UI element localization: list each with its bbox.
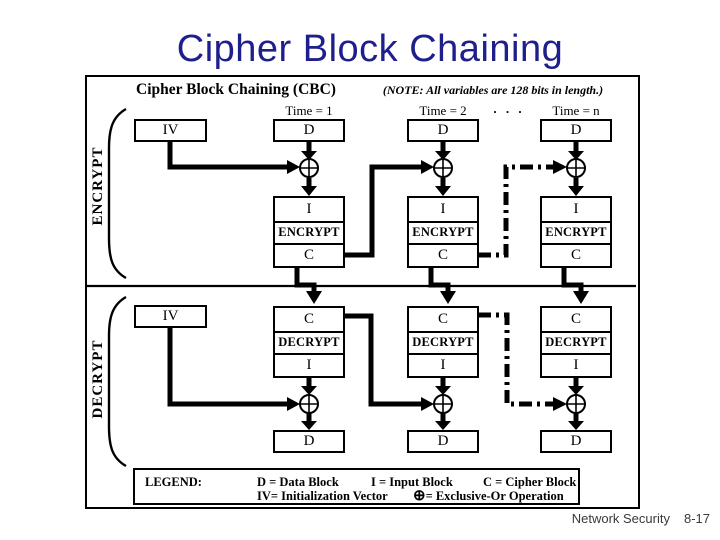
- legend-entry-data-block: D = Data Block: [257, 475, 339, 489]
- legend-box: LEGEND: D = Data Block I = Input Block C…: [133, 468, 580, 505]
- input-cell: I: [542, 353, 610, 376]
- decrypt-section-label: DECRYPT: [90, 339, 106, 419]
- input-cell: I: [440, 200, 446, 217]
- xor-icon: [299, 158, 319, 178]
- legend-entry-cipher-block: C = Cipher Block: [483, 475, 577, 489]
- time-label-2: Time = 2: [419, 103, 467, 118]
- decrypt-block-1: C DECRYPT I: [273, 306, 345, 378]
- iv-encrypt-line: [167, 142, 287, 170]
- decrypt-brace: [107, 295, 127, 468]
- flow-lines: [167, 142, 584, 422]
- arrowheads: [287, 151, 589, 430]
- decrypt-block-n: C DECRYPT I: [540, 306, 612, 378]
- xor-icon: [433, 158, 453, 178]
- input-cell: I: [573, 200, 579, 217]
- xor-icon: [299, 394, 319, 414]
- decrypt-op-cell: DECRYPT: [542, 330, 610, 354]
- cipher-cell: C: [275, 243, 343, 266]
- encrypt-iv-box: IV: [134, 119, 207, 142]
- time-ellipsis: . . .: [493, 101, 525, 116]
- input-cell: I: [306, 200, 312, 217]
- xor-icon: [433, 394, 453, 414]
- encrypt-block-2: I ENCRYPT C: [407, 196, 479, 268]
- encrypt-block-1: I ENCRYPT C: [273, 196, 345, 268]
- cipher-cell: C: [437, 310, 448, 327]
- slide-footer: Network Security 8-17: [560, 511, 710, 526]
- chain-decrypt-1-2: [345, 313, 421, 407]
- cipher-cell: C: [542, 243, 610, 266]
- diagram-heading: Cipher Block Chaining (CBC): [136, 81, 336, 98]
- decrypt-data-box-2: D: [407, 430, 479, 453]
- encrypt-data-box-2: D: [407, 119, 479, 142]
- xor-icons: [299, 158, 586, 414]
- footer-course-name: Network Security: [571, 511, 670, 526]
- decrypt-data-box-n: D: [540, 430, 612, 453]
- chain-encrypt-1-2: [345, 164, 421, 258]
- encrypt-op-cell: ENCRYPT: [542, 220, 610, 244]
- decrypt-op-cell: DECRYPT: [409, 330, 477, 354]
- cipher-cell: C: [570, 310, 581, 327]
- legend-xor-text: = Exclusive-Or Operation: [425, 489, 564, 503]
- legend-entry-input-block: I = Input Block: [371, 475, 453, 489]
- cipher-cell: C: [303, 310, 314, 327]
- iv-decrypt-line: [167, 328, 287, 407]
- decrypt-data-box-1: D: [273, 430, 345, 453]
- chain-encrypt-2-n: [478, 164, 553, 258]
- time-label-1: Time = 1: [285, 103, 333, 118]
- diagram-note: (NOTE: All variables are 128 bits in len…: [382, 83, 604, 97]
- decrypt-op-cell: DECRYPT: [275, 330, 343, 354]
- time-label-n: Time = n: [552, 103, 600, 118]
- encrypt-data-box-1: D: [273, 119, 345, 142]
- legend-title: LEGEND:: [145, 475, 202, 489]
- chain-decrypt-2-n: [478, 312, 553, 407]
- encrypt-block-n: I ENCRYPT C: [540, 196, 612, 268]
- decrypt-iv-box: IV: [134, 305, 207, 328]
- legend-entry-xor: ⊕= Exclusive-Or Operation: [413, 489, 564, 504]
- encrypt-data-box-n: D: [540, 119, 612, 142]
- xor-icon: [566, 158, 586, 178]
- decrypt-block-2: C DECRYPT I: [407, 306, 479, 378]
- xor-icon: ⊕: [413, 488, 426, 504]
- cipher-cell: C: [409, 243, 477, 266]
- input-cell: I: [409, 353, 477, 376]
- legend-entry-iv: IV= Initialization Vector: [257, 489, 388, 503]
- encrypt-op-cell: ENCRYPT: [275, 220, 343, 244]
- encrypt-op-cell: ENCRYPT: [409, 220, 477, 244]
- xor-icon: [566, 394, 586, 414]
- footer-page-number: 8-17: [683, 511, 710, 526]
- encrypt-brace: [107, 107, 127, 280]
- slide-title: Cipher Block Chaining: [176, 28, 564, 70]
- encrypt-section-label: ENCRYPT: [90, 146, 106, 226]
- input-cell: I: [275, 353, 343, 376]
